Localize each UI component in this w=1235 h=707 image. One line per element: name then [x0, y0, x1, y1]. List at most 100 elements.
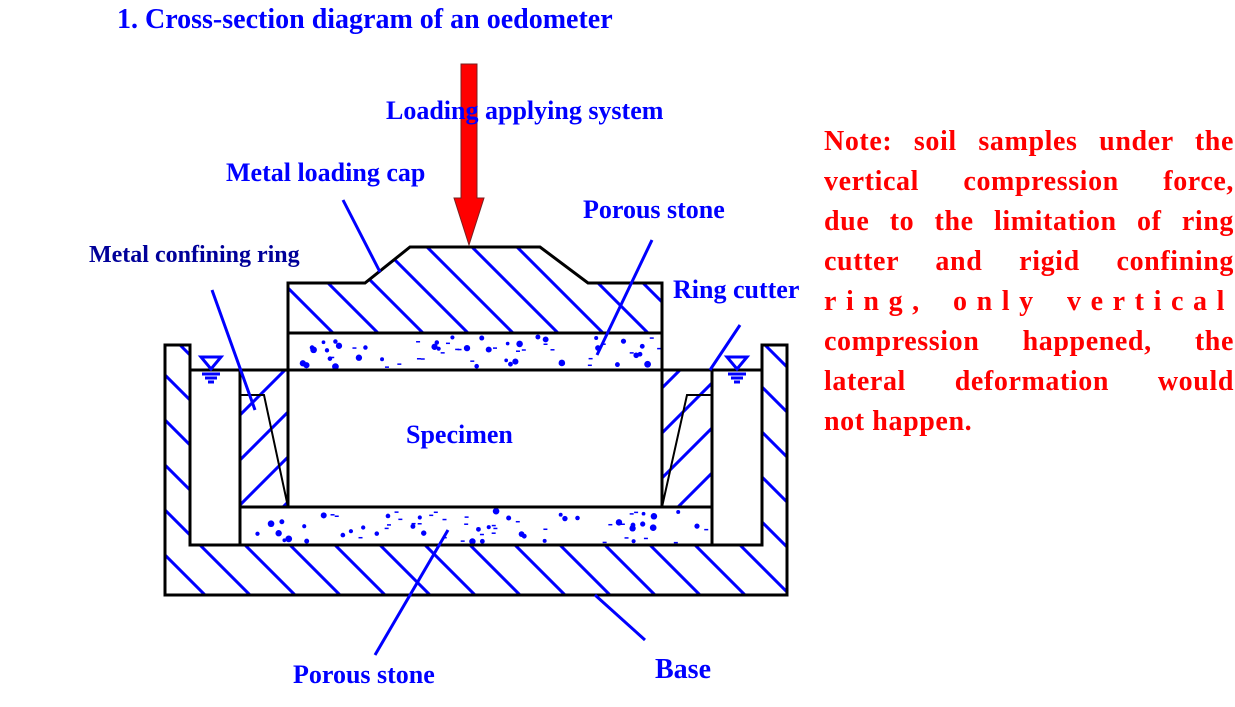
porous-stone-bottom-dots: [255, 507, 709, 545]
hatch-line: [553, 247, 657, 333]
porous-dot: [358, 536, 363, 539]
porous-dot: [588, 357, 593, 360]
porous-dot: [394, 511, 399, 513]
porous-dot: [694, 523, 700, 529]
porous-dot: [431, 343, 438, 350]
porous-dot: [542, 336, 549, 343]
porous-dot: [704, 528, 709, 531]
porous-dot: [333, 339, 338, 344]
porous-dot: [543, 528, 548, 531]
porous-dot: [302, 524, 307, 529]
porous-dot: [275, 530, 282, 537]
hatch-line: [0, 345, 120, 600]
leader-loading-cap: [341, 199, 382, 273]
porous-dot: [445, 342, 450, 345]
porous-dot: [411, 522, 416, 525]
porous-dot: [676, 509, 681, 514]
label-confining-ring: Metal confining ring: [89, 242, 300, 268]
hatch-line: [418, 247, 522, 333]
porous-dot: [644, 360, 651, 368]
hatch-line: [463, 247, 567, 333]
hatch-line: [495, 365, 640, 510]
porous-dot: [416, 341, 421, 343]
note-line: lateral deformation would: [824, 366, 1234, 397]
porous-dot: [486, 525, 491, 530]
porous-dot: [334, 515, 339, 518]
leader-porous-bottom: [373, 529, 450, 656]
porous-dot: [516, 340, 523, 348]
porous-dot: [491, 524, 496, 527]
porous-dot: [649, 524, 657, 532]
porous-dot: [429, 514, 434, 517]
ring-cutter-right: [661, 394, 712, 508]
porous-dot: [492, 507, 500, 515]
base-outline: [163, 343, 789, 597]
porous-dot: [493, 347, 498, 349]
ring-hatch-left: [240, 370, 288, 507]
porous-dot: [434, 340, 440, 345]
porous-dot: [504, 358, 509, 363]
note-text: Note: soil samples under the vertical co…: [824, 122, 1234, 442]
porous-dot: [324, 348, 330, 353]
porous-dot: [455, 348, 460, 351]
note-line: Note: soil samples under the: [824, 126, 1234, 157]
hatch-line: [240, 370, 288, 507]
porous-dot: [440, 352, 445, 354]
porous-dot: [608, 523, 613, 526]
porous-dot: [410, 523, 416, 529]
porous-dot: [285, 535, 293, 543]
porous-dot: [321, 340, 326, 345]
porous-dot: [320, 512, 327, 519]
label-porous-stone-bottom: Porous stone: [293, 660, 435, 689]
porous-dot: [594, 335, 599, 341]
porous-dot: [479, 533, 484, 536]
porous-dot: [416, 358, 421, 360]
porous-dot: [361, 525, 366, 530]
hatch-line: [288, 247, 342, 333]
porous-dot: [602, 541, 607, 544]
porous-dot: [476, 526, 481, 532]
porous-dot: [521, 349, 526, 351]
loading-cap-outline: [286, 245, 664, 333]
porous-dot: [550, 349, 555, 351]
porous-dot: [464, 523, 469, 525]
porous-dot: [620, 338, 627, 344]
porous-dot: [558, 359, 566, 367]
porous-dot: [417, 523, 422, 525]
porous-dot: [255, 531, 260, 536]
porous-dot: [386, 524, 391, 526]
porous-dot: [641, 511, 646, 516]
porous-dot: [332, 363, 339, 370]
note-line: compression happened, the: [824, 326, 1234, 357]
porous-dot: [649, 337, 654, 339]
porous-dot: [470, 360, 475, 362]
label-specimen: Specimen: [406, 420, 513, 449]
down-arrow-icon: [453, 63, 485, 247]
note-line: vertical compression force,: [824, 166, 1234, 197]
hatch-line: [165, 345, 257, 595]
porous-dot: [629, 352, 634, 354]
hatch-line: [662, 370, 712, 507]
porous-dot: [457, 348, 462, 351]
hatch-line: [328, 247, 432, 333]
porous-dot: [515, 520, 520, 523]
porous-dot: [330, 514, 335, 516]
porous-dot: [330, 356, 335, 359]
porous-dot: [335, 342, 343, 349]
ring-hatch-right: [495, 365, 712, 510]
porous-dot: [505, 341, 510, 346]
note-line: cutter and rigid confining: [824, 246, 1234, 277]
porous-dot: [282, 538, 287, 543]
porous-dot: [620, 523, 625, 525]
porous-dot: [543, 343, 548, 346]
porous-dot: [303, 362, 310, 369]
leader-ring-cutter: [708, 324, 742, 371]
porous-dot: [639, 343, 645, 349]
porous-dot: [634, 511, 639, 514]
porous-dot: [643, 537, 648, 540]
porous-dot: [640, 521, 646, 527]
porous-dot: [348, 529, 354, 534]
porous-dot: [493, 527, 498, 530]
porous-dot: [398, 518, 403, 521]
porous-dot: [615, 519, 623, 526]
